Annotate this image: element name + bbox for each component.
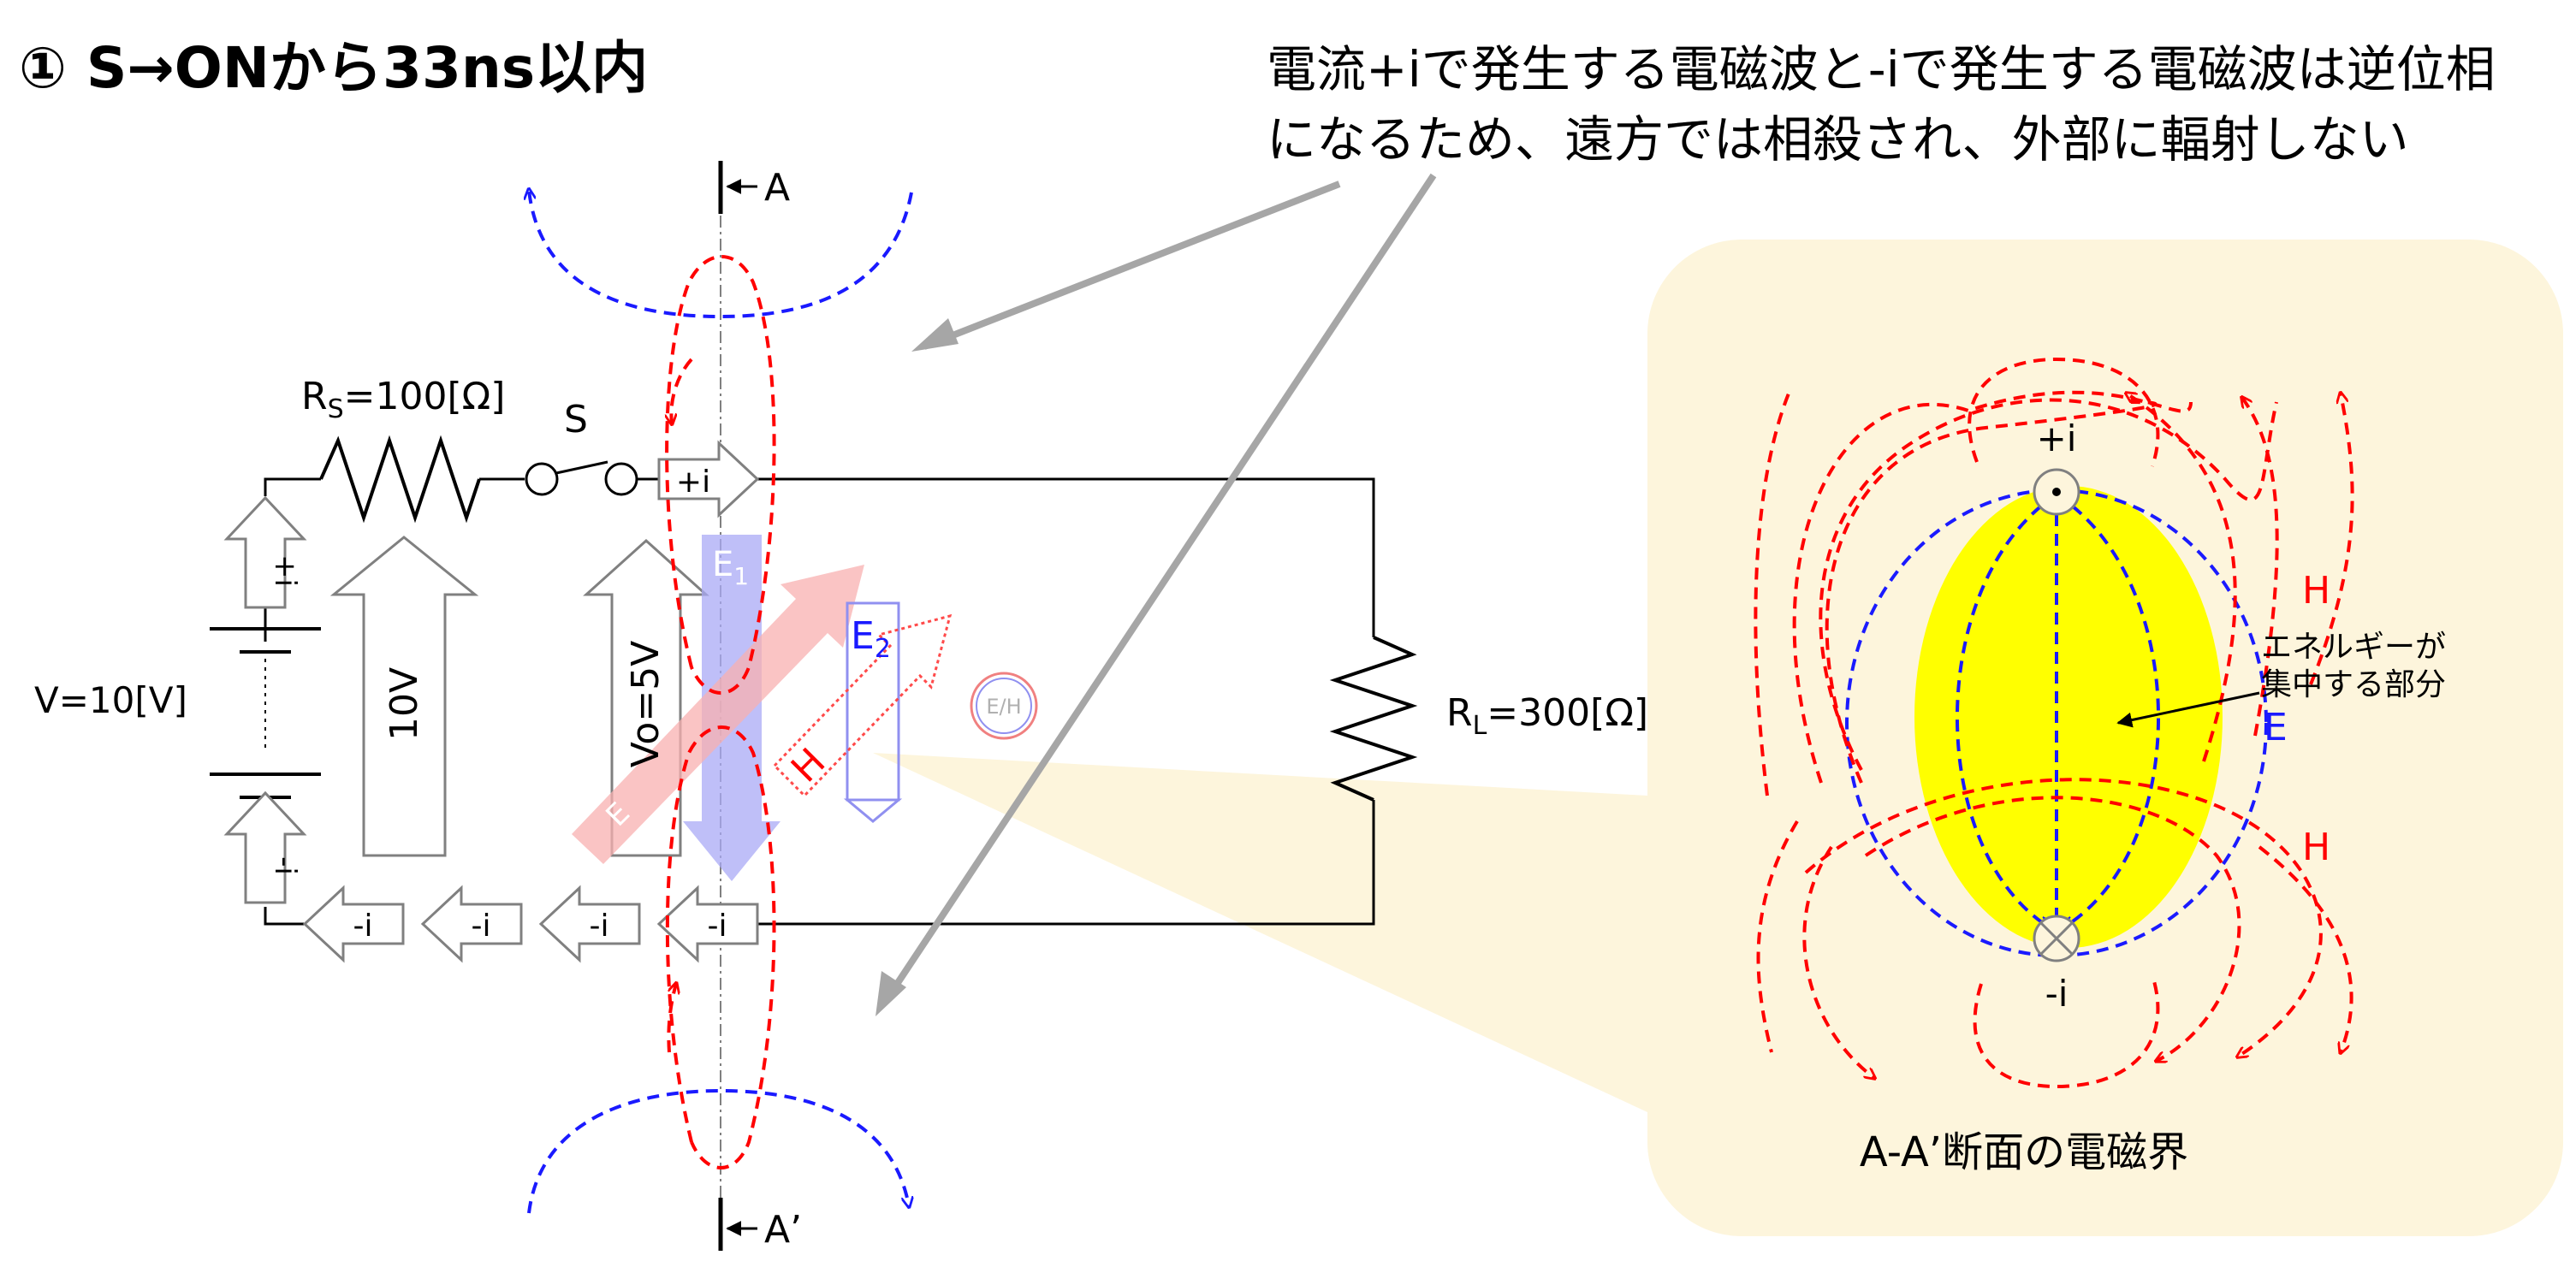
cs-h-label-bottom: H bbox=[2302, 826, 2330, 869]
cs-h-label-top: H bbox=[2302, 569, 2330, 613]
annotation-line-1: 電流+iで発生する電磁波と-iで発生する電磁波は逆位相 bbox=[1267, 40, 2496, 98]
eh-symbol-label: E/H bbox=[986, 695, 1021, 719]
bottom-red-arrow bbox=[667, 984, 676, 1053]
bottom-blue-arc bbox=[527, 1088, 909, 1214]
h-field-top-arc-d bbox=[2309, 394, 2354, 685]
pointer-arrow-to-top bbox=[923, 181, 1341, 350]
wire-top-left bbox=[264, 477, 321, 496]
vo-label: Vo=5V bbox=[624, 641, 668, 768]
switch-label: S bbox=[564, 398, 588, 441]
eh-symbol-outer bbox=[970, 672, 1038, 740]
e-field-line-left bbox=[1956, 493, 2058, 927]
wire-top-right bbox=[637, 477, 1375, 637]
bottom-red-loop bbox=[665, 725, 776, 1169]
current-arrow-minus-i-4[interactable] bbox=[302, 885, 405, 963]
wire-bottom-left bbox=[264, 907, 304, 926]
h-field-top-line-1 bbox=[1825, 400, 2158, 784]
voltage-arrow-10v bbox=[329, 536, 479, 857]
voltage-10v-label: 10V bbox=[383, 667, 426, 741]
h-field-top-arc-a bbox=[1819, 398, 2278, 771]
circuit: RS=100[Ω] S RL=300[Ω] V=10[V] 10V Vo=5V … bbox=[34, 161, 1648, 1252]
pointer-arrow-to-bottom bbox=[882, 173, 1437, 1004]
minus-i-label-1: -i bbox=[708, 909, 727, 944]
section-a-prime-label: A’ bbox=[764, 1208, 802, 1252]
e2-label: E2 bbox=[851, 614, 891, 664]
left-lower-current-label: -i bbox=[268, 856, 302, 875]
minus-i-label-2: -i bbox=[590, 909, 609, 944]
minus-i-label-3: -i bbox=[472, 909, 491, 944]
cross-section-caption: A-A’断面の電磁界 bbox=[1860, 1128, 2188, 1176]
zoom-callout-wedge bbox=[873, 753, 1647, 1112]
switch-contact-left bbox=[525, 462, 559, 496]
e1-label: E1 bbox=[712, 545, 749, 590]
e-field-line-right bbox=[2055, 493, 2160, 927]
cs-plus-i-label: +i bbox=[2037, 417, 2077, 459]
current-arrow-left-upper[interactable] bbox=[223, 495, 307, 609]
pointer-arrow-to-bottom-head bbox=[875, 971, 906, 1016]
annotation-note: 電流+iで発生する電磁波と-iで発生する電磁波は逆位相 になるため、遠方では相殺… bbox=[1267, 34, 2496, 175]
eh-symbol-inner bbox=[976, 678, 1032, 734]
plus-i-dot bbox=[2052, 488, 2061, 496]
energy-label-line-2: 集中する部分 bbox=[2261, 667, 2446, 702]
wire-bottom-right bbox=[753, 800, 1375, 926]
section-a-label: A bbox=[764, 166, 790, 210]
current-arrow-left-lower[interactable] bbox=[223, 790, 307, 904]
h-field-bottom-arc-c bbox=[1804, 778, 2323, 1057]
energy-concentration-region bbox=[1914, 486, 2223, 948]
plus-i-label: +i bbox=[676, 465, 710, 500]
top-red-loop bbox=[665, 255, 776, 695]
h-field-left-outer bbox=[1754, 393, 1790, 796]
top-blue-arc bbox=[529, 190, 913, 319]
h-field-top-line-2 bbox=[1792, 390, 2193, 784]
switch-contact-right bbox=[604, 462, 638, 496]
h-field-bottom-arc-e bbox=[1756, 820, 1799, 1053]
h-field-bottom-arc-a bbox=[1802, 845, 1874, 1078]
energy-pointer-arrow bbox=[2116, 691, 2260, 728]
cs-e-label: E bbox=[2264, 706, 2288, 749]
energy-label-line-1: エネルギーが bbox=[2261, 630, 2446, 665]
rs-label: RS=100[Ω] bbox=[301, 375, 505, 424]
annotation-line-2: になるため、遠方では相殺され、外部に輻射しない bbox=[1267, 110, 2409, 169]
current-arrow-plus-i[interactable] bbox=[657, 440, 760, 518]
diagonal-field-arrow bbox=[572, 565, 864, 864]
minus-i-cross bbox=[2039, 921, 2074, 956]
e-field-outer-line bbox=[1845, 488, 2268, 957]
top-red-arrow bbox=[671, 358, 693, 423]
switch-blade bbox=[555, 460, 608, 475]
current-arrow-minus-i-2[interactable] bbox=[538, 885, 641, 963]
rl-label: RL=300[Ω] bbox=[1446, 691, 1648, 741]
current-arrow-minus-i-1[interactable] bbox=[656, 885, 759, 963]
left-upper-current-label: +i bbox=[268, 554, 302, 587]
e2-field-outline-head bbox=[843, 798, 903, 823]
current-arrow-minus-i-3[interactable] bbox=[420, 885, 523, 963]
cs-minus-i-label: -i bbox=[2045, 973, 2069, 1015]
pointer-arrow-to-top-head bbox=[911, 318, 959, 352]
h-field-bottom-loop bbox=[1973, 974, 2160, 1089]
resistor-rs bbox=[319, 435, 481, 524]
page-title: ① S→ONから33ns以内 bbox=[19, 35, 649, 101]
source-voltage-label: V=10[V] bbox=[34, 679, 187, 721]
h-field-top-arc-c bbox=[2242, 398, 2279, 737]
minus-i-label-4: -i bbox=[353, 909, 373, 944]
h-field-bottom-arc-b bbox=[1864, 796, 2241, 1061]
cross-section-panel: +i -i H E H エネルギーが 集中する部分 A-A’断面の電磁界 bbox=[873, 240, 2563, 1236]
resistor-rl bbox=[1329, 636, 1418, 802]
h-field-bottom-arc-d bbox=[2258, 845, 2353, 1052]
